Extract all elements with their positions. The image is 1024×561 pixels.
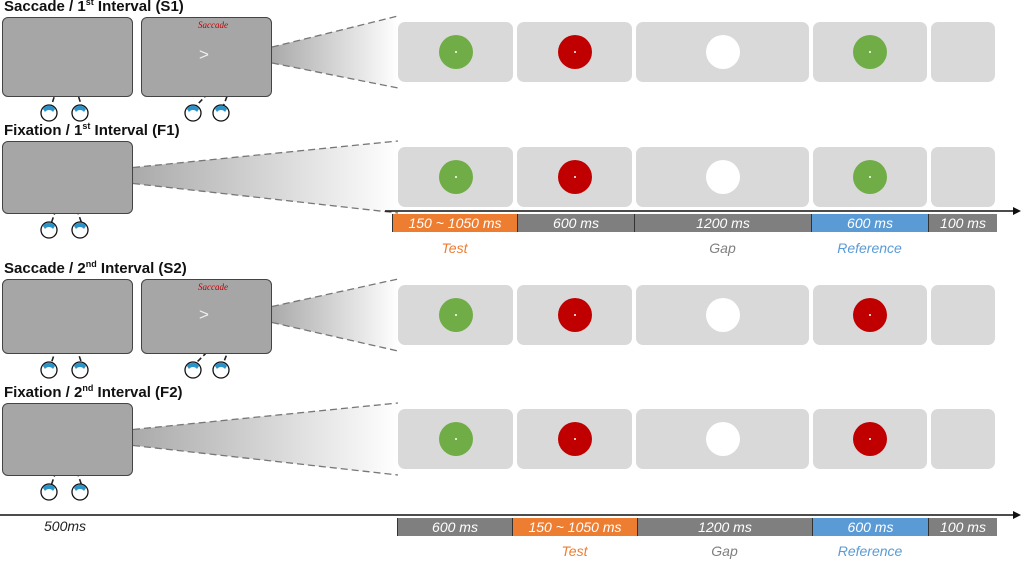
fixation-screen: [2, 141, 133, 214]
zoom-edge: [132, 444, 399, 476]
stimulus-disc-red: [557, 160, 592, 194]
stimulus-disc-red: [557, 35, 592, 69]
fixation-screen: [2, 403, 133, 476]
zoom-edge: [132, 402, 399, 431]
row-title-pre: Fixation / 1: [4, 122, 83, 139]
eye-pupil-icon: [43, 222, 55, 229]
duration-segment: 150 ~ 1050 ms: [392, 214, 517, 232]
row-title-sup: st: [82, 121, 91, 131]
row-title-pre: Saccade / 2: [4, 260, 86, 277]
stimulus-disc-red: [557, 298, 592, 332]
duration-segment: 150 ~ 1050 ms: [512, 518, 637, 536]
duration-segment: 600 ms: [812, 518, 928, 536]
eye-pupil-icon: [187, 105, 199, 112]
stimulus-disc-red: [853, 298, 887, 332]
phase-label: Gap: [709, 240, 736, 256]
stimulus-disc-red: [853, 422, 887, 456]
time-axis-arrowhead-icon: [1013, 207, 1021, 215]
fixation-screen: [2, 279, 133, 354]
row-title-sup: st: [85, 0, 94, 7]
zoom-edge: [132, 182, 399, 214]
zoom-cone: [133, 141, 398, 213]
row-title-sup: nd: [82, 383, 94, 393]
stimulus-disc-white: [705, 35, 740, 69]
row-title-pre: Saccade / 1: [4, 0, 86, 15]
stimulus-disc-green: [438, 160, 473, 194]
direction-arrow-glyph: >: [199, 304, 209, 324]
eye-pupil-icon: [74, 362, 86, 369]
stimulus-panel: [931, 22, 995, 82]
row-title: Saccade / 2nd Interval (S2): [4, 259, 187, 277]
stimulus-disc-white: [705, 160, 740, 194]
zoom-cone: [272, 16, 398, 88]
saccade-label: Saccade: [198, 20, 228, 30]
phase-label: Test: [441, 240, 468, 256]
row-title-pre: Fixation / 2: [4, 384, 83, 401]
stimulus-panel: [931, 409, 995, 469]
fixation-duration-label: 500ms: [44, 518, 87, 534]
duration-segment: 100 ms: [928, 518, 997, 536]
stimulus-disc-green: [853, 160, 887, 194]
eye-pupil-icon: [74, 105, 86, 112]
duration-segment: 600 ms: [397, 518, 512, 536]
zoom-cone: [133, 403, 398, 475]
time-axis-arrowhead-icon: [1013, 511, 1021, 519]
row-title-post: Interval (S1): [93, 0, 184, 15]
eye-pupil-icon: [215, 105, 227, 112]
phase-label: Reference: [837, 543, 903, 559]
row-title: Fixation / 2nd Interval (F2): [4, 383, 183, 401]
duration-segment: 1200 ms: [637, 518, 812, 536]
saccade-label: Saccade: [198, 282, 228, 292]
stimulus-disc-green: [438, 35, 473, 69]
saccade-screen: [141, 17, 272, 97]
row-title-post: Interval (F1): [90, 122, 180, 139]
stimulus-disc-green: [853, 35, 887, 69]
row-title: Saccade / 1st Interval (S1): [4, 0, 184, 15]
phase-label: Test: [561, 543, 588, 559]
phase-label: Gap: [711, 543, 738, 559]
eye-pupil-icon: [43, 484, 55, 491]
row-title: Fixation / 1st Interval (F1): [4, 121, 180, 139]
direction-arrow-glyph: >: [199, 45, 209, 64]
stimulus-disc-white: [705, 422, 740, 456]
row-title-post: Interval (S2): [96, 260, 187, 277]
zoom-cone: [272, 279, 398, 351]
eye-pupil-icon: [43, 362, 55, 369]
phase-label: Reference: [837, 240, 902, 256]
row-title-sup: nd: [85, 259, 97, 269]
eye-pupil-icon: [187, 362, 199, 369]
saccade-screen: [141, 279, 272, 354]
eye-pupil-icon: [74, 222, 86, 229]
zoom-edge: [132, 140, 399, 169]
eye-pupil-icon: [74, 484, 86, 491]
row-title-post: Interval (F2): [93, 384, 183, 401]
stimulus-disc-green: [438, 422, 473, 456]
stimulus-panel: [931, 285, 995, 345]
stimulus-disc-white: [705, 298, 740, 332]
eye-pupil-icon: [215, 362, 227, 369]
duration-segment: 100 ms: [928, 214, 997, 232]
duration-segment: 600 ms: [811, 214, 928, 232]
stimulus-disc-green: [438, 298, 473, 332]
eye-pupil-icon: [43, 105, 55, 112]
stimulus-panel: [931, 147, 995, 207]
fixation-screen: [2, 17, 133, 97]
stimulus-disc-red: [557, 422, 592, 456]
duration-segment: 600 ms: [517, 214, 634, 232]
duration-segment: 1200 ms: [634, 214, 811, 232]
